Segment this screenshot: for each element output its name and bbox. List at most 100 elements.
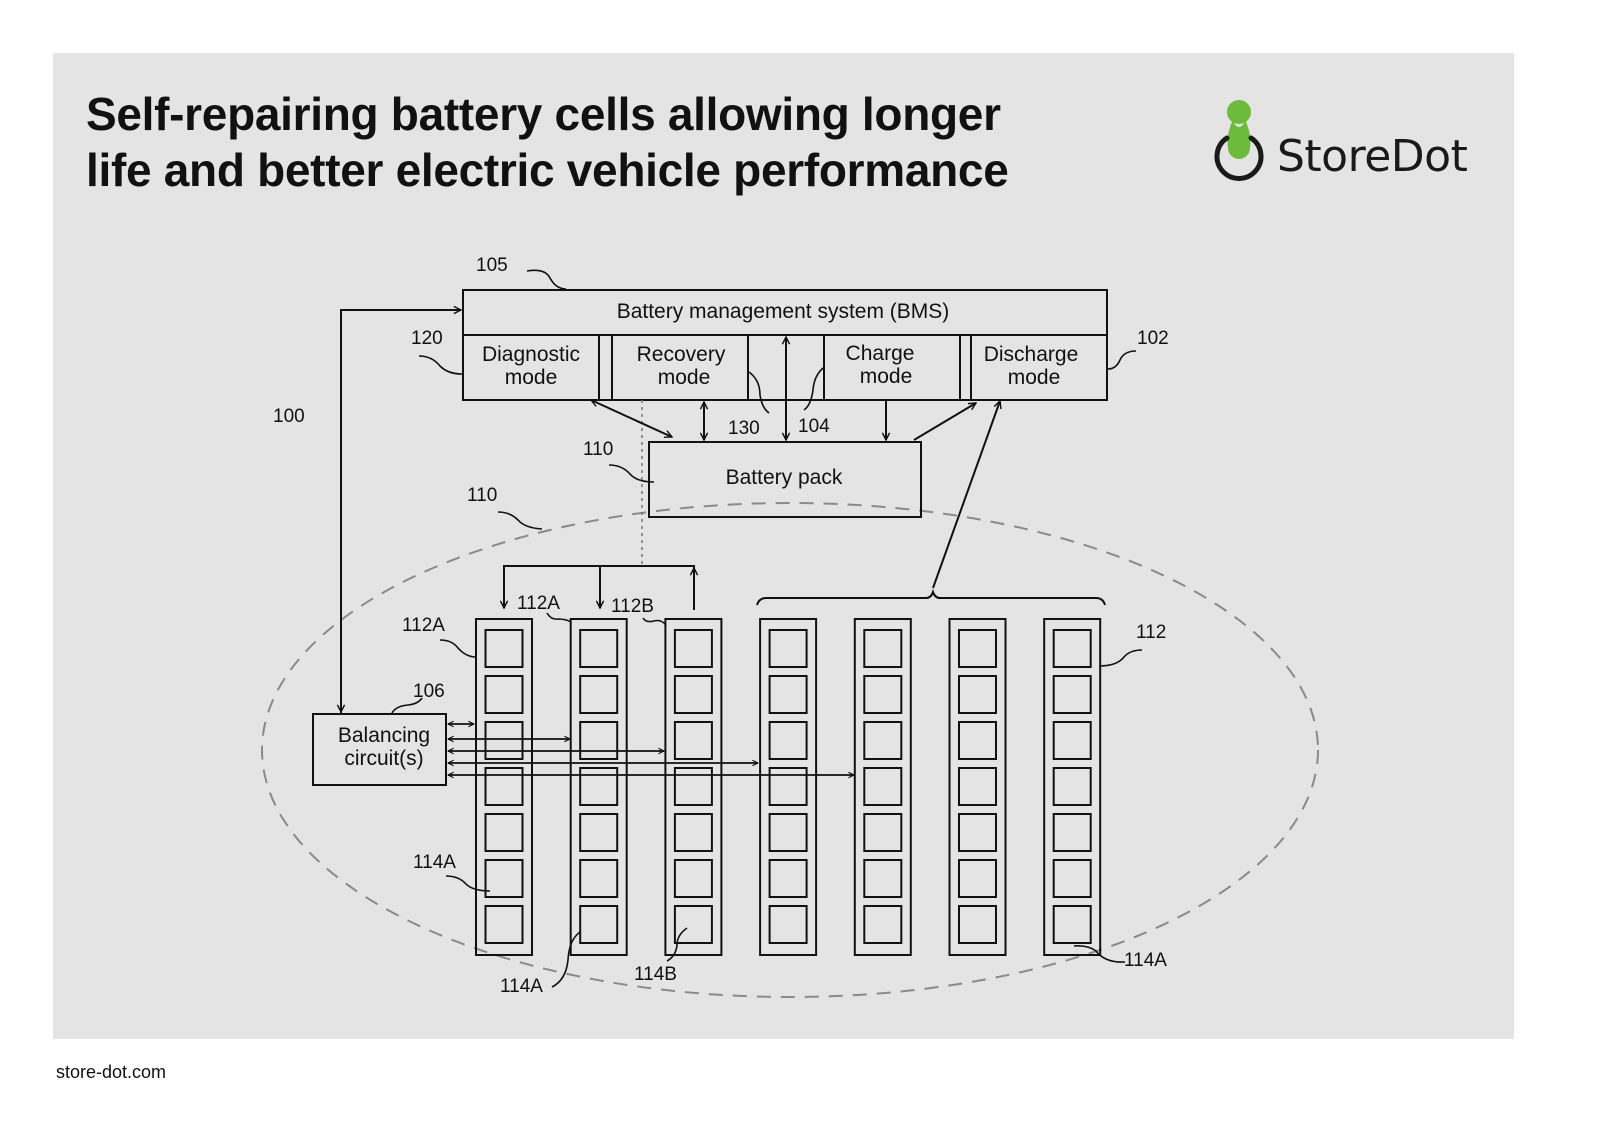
battery-cell: [1052, 675, 1092, 714]
cell-column-6: [948, 618, 1007, 956]
battery-cell: [579, 721, 619, 760]
logo-top-dot: [1227, 100, 1251, 124]
battery-cell: [863, 813, 903, 852]
battery-cell: [673, 767, 713, 806]
battery-cell: [863, 859, 903, 898]
ref-120: 120: [411, 328, 443, 349]
cell-column-1: [475, 618, 533, 956]
battery-cell: [579, 629, 619, 668]
battery-cell: [958, 767, 997, 806]
recovery-mode-line1: Recovery: [637, 343, 726, 366]
leader-102: [1107, 350, 1137, 370]
logo-ring: [1214, 135, 1264, 181]
battery-cell: [863, 767, 903, 806]
battery-cell: [484, 905, 524, 944]
balancing-bms-loop: [340, 310, 461, 714]
pack-region-outline: [261, 502, 1319, 998]
battery-cell: [768, 675, 808, 714]
battery-cell: [958, 905, 997, 944]
pack-discharge-arrow: [913, 402, 976, 441]
balancing-circuit-box: [312, 713, 447, 786]
leader-110-region: [497, 511, 543, 530]
battery-cell: [484, 721, 524, 760]
cell-column-2: [569, 618, 628, 956]
diagnostic-mode-line1: Diagnostic: [482, 343, 580, 366]
leader-112a-1: [439, 639, 477, 658]
battery-cell: [579, 905, 619, 944]
ref-114a-left: 114A: [413, 852, 456, 873]
battery-cell: [579, 859, 619, 898]
battery-cell: [484, 675, 524, 714]
leader-114a-2: [551, 931, 581, 988]
discharge-mode-line1: Discharge: [984, 343, 1079, 366]
title-line-2: life and better electric vehicle perform…: [86, 144, 1009, 196]
brand-name: StoreDot: [1277, 131, 1468, 182]
ref-104: 104: [798, 416, 830, 437]
battery-cell: [863, 675, 903, 714]
battery-cell: [1052, 905, 1092, 944]
battery-cell: [484, 813, 524, 852]
battery-cell: [863, 721, 903, 760]
ref-112b-top: 112B: [611, 596, 654, 617]
ref-110-region: 110: [467, 485, 497, 506]
recovery-mode-box: [611, 334, 749, 401]
battery-cell: [768, 767, 808, 806]
leader-105: [526, 269, 567, 290]
leader-130: [748, 371, 770, 414]
ref-110-pack: 110: [583, 439, 613, 460]
battery-cell: [673, 675, 713, 714]
battery-cell: [484, 629, 524, 668]
discharge-mode-box: [970, 334, 1108, 401]
cell-column-3: [664, 618, 723, 956]
cell-columns: [475, 618, 1102, 956]
leader-112: [1098, 649, 1143, 667]
cell-column-5: [853, 618, 912, 956]
discharge-mode-line2: mode: [1008, 366, 1061, 389]
ref-100: 100: [273, 406, 305, 427]
battery-cell: [1052, 859, 1092, 898]
leader-114b: [666, 927, 688, 962]
battery-cell: [768, 629, 808, 668]
page-title: Self-repairing battery cells allowing lo…: [86, 86, 1009, 198]
ref-130: 130: [728, 418, 760, 439]
battery-cell: [768, 905, 808, 944]
leader-112a-2: [546, 612, 572, 623]
title-line-1: Self-repairing battery cells allowing lo…: [86, 88, 1001, 140]
ref-102: 102: [1137, 328, 1169, 349]
battery-cell: [673, 813, 713, 852]
logo-drop: [1227, 120, 1251, 159]
ref-112a-top: 112A: [517, 593, 560, 614]
charge-mode-line2: mode: [860, 365, 913, 388]
battery-cell: [579, 813, 619, 852]
battery-cell: [958, 813, 997, 852]
battery-cell: [958, 859, 997, 898]
battery-pack-label: Battery pack: [726, 466, 843, 489]
battery-cell: [1052, 721, 1092, 760]
battery-cell: [768, 859, 808, 898]
diagram-panel: [53, 53, 1514, 1039]
battery-cell: [673, 859, 713, 898]
battery-pack-box: [648, 441, 922, 518]
diagnostic-mode-line2: mode: [505, 366, 558, 389]
leader-120: [418, 355, 463, 375]
battery-cell: [863, 905, 903, 944]
bms-label: Battery management system (BMS): [617, 300, 950, 323]
battery-cell: [1052, 813, 1092, 852]
battery-cell: [579, 675, 619, 714]
battery-cell: [958, 629, 997, 668]
battery-cell: [1052, 767, 1092, 806]
diagnostic-pack-arrow: [591, 400, 672, 437]
diagnostic-mode-box: [462, 334, 600, 401]
charge-mode-box: [823, 334, 961, 401]
leader-114a-1: [445, 875, 491, 892]
cells-discharge-arrow: [932, 401, 1000, 589]
leader-110-pack: [608, 464, 655, 483]
balancing-line2: circuit(s): [344, 747, 423, 770]
leader-104: [803, 367, 824, 411]
ref-106: 106: [413, 681, 445, 702]
battery-cell: [958, 675, 997, 714]
leader-106: [391, 697, 423, 714]
cell-column-4: [759, 618, 818, 956]
footer-url: store-dot.com: [56, 1062, 167, 1082]
